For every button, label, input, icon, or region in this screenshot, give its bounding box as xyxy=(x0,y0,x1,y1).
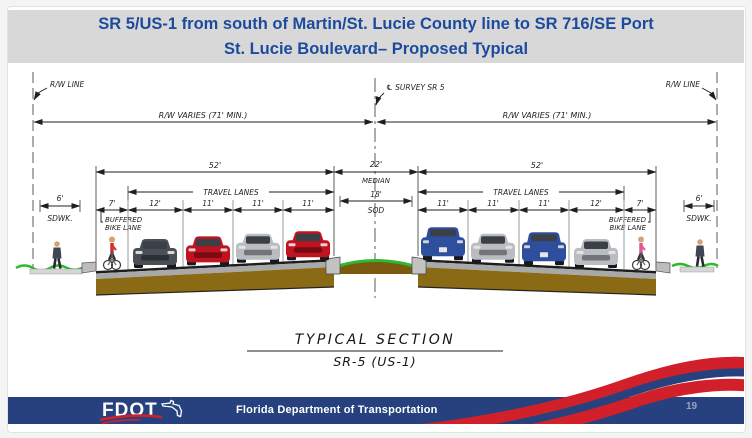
logo-swoosh-icon xyxy=(101,419,141,425)
left-lane-dim: 11' xyxy=(302,199,314,208)
cyclist-left xyxy=(101,234,123,272)
suv-icon-blue xyxy=(421,227,465,261)
caption-subtitle: SR-5 (US-1) xyxy=(333,354,416,369)
car-icon-silver xyxy=(574,239,618,268)
left-lane-dim: 11' xyxy=(202,199,214,208)
right-roadway-section xyxy=(417,259,657,296)
sidewalk-dimensions: 6' SDWK. 6' SDWK. xyxy=(39,194,715,223)
rw-varies-label-right: R/W VARIES (71' MIN.) xyxy=(503,111,592,120)
survey-label: ℄ SURVEY SR 5 xyxy=(386,83,445,92)
page-number: 19 xyxy=(686,401,698,412)
right-lane-dim: 12' xyxy=(590,199,602,208)
cyclist-right xyxy=(630,234,652,272)
lane-dimension-row: 7' 12' 11' 11' 11' 11' 11' 11' 12' 7' xyxy=(95,199,657,213)
right-lane-dim: 11' xyxy=(538,199,550,208)
left-bike-lane-label2: BIKE LANE xyxy=(105,224,142,232)
right-sidewalk-width: 6' xyxy=(696,194,703,203)
car-icon-silver xyxy=(471,233,515,263)
leader-line xyxy=(701,87,717,101)
travel-lanes-dimension: TRAVEL LANES TRAVEL LANES xyxy=(127,186,625,200)
bike-lane-labels: BUFFERED BIKE LANE BUFFERED BIKE LANE xyxy=(100,212,651,232)
sidewalk-slab-right xyxy=(679,266,715,273)
car-icon-red xyxy=(286,231,330,261)
median-surface-label: SOD xyxy=(368,206,385,215)
typical-section-diagram: R/W LINE R/W LINE ℄ SURVEY SR 5 R/W VARI… xyxy=(15,72,719,369)
rw-varies-label-left: R/W VARIES (71' MIN.) xyxy=(159,111,248,120)
sidewalk-slab-left xyxy=(29,268,83,275)
left-overall-dim: 52' xyxy=(209,161,221,170)
right-bike-lane-label1: BUFFERED xyxy=(609,216,647,224)
leader-line xyxy=(375,92,385,106)
median-width-dim: 22' xyxy=(370,160,382,169)
left-sidewalk-label: SDWK. xyxy=(47,214,72,223)
median-sod xyxy=(337,259,415,268)
logo-swoosh-icon xyxy=(100,414,163,422)
suv-icon-blue xyxy=(522,232,566,266)
left-lane-dim: 11' xyxy=(252,199,264,208)
right-lane-dim: 11' xyxy=(437,199,449,208)
agency-name: Florida Department of Transportation xyxy=(236,404,438,416)
right-lane-dim: 7' xyxy=(637,199,644,208)
right-overall-dim: 52' xyxy=(531,161,543,170)
car-icon-red xyxy=(186,236,230,266)
rw-line-label-left: R/W LINE xyxy=(50,80,85,89)
slide-title: SR 5/US-1 from south of Martin/St. Lucie… xyxy=(8,10,744,63)
right-sidewalk-label: SDWK. xyxy=(686,214,711,223)
left-lane-dim: 7' xyxy=(109,199,116,208)
lane-divider-lines xyxy=(127,200,625,269)
car-icon-gray xyxy=(133,239,177,268)
rw-varies-dimension: R/W VARIES (71' MIN.) R/W VARIES (71' MI… xyxy=(33,111,717,125)
curb-left xyxy=(81,261,97,274)
rw-line-label-right: R/W LINE xyxy=(666,80,701,89)
median-label: MEDIAN xyxy=(362,177,391,185)
car-icon-silver xyxy=(236,233,280,263)
left-roadway-section xyxy=(95,259,335,296)
florida-outline-icon xyxy=(161,399,183,418)
pedestrian-right xyxy=(694,237,706,268)
right-bike-lane-label2: BIKE LANE xyxy=(610,224,647,232)
left-travel-lanes-label: TRAVEL LANES xyxy=(203,188,259,197)
fdot-logo: FDOT xyxy=(100,399,183,425)
right-lane-dim: 11' xyxy=(487,199,499,208)
left-bike-lane-label1: BUFFERED xyxy=(105,216,143,224)
median-inner-dim: 18' xyxy=(370,190,382,199)
left-sidewalk-width: 6' xyxy=(57,194,64,203)
median-section xyxy=(325,256,427,275)
leader-line xyxy=(33,87,48,101)
median-curb-right xyxy=(411,256,427,275)
right-travel-lanes-label: TRAVEL LANES xyxy=(493,188,549,197)
curb-right xyxy=(655,261,671,274)
median-curb-left xyxy=(325,256,341,275)
slide-title-line2: St. Lucie Boulevard– Proposed Typical xyxy=(223,39,529,58)
caption-title: TYPICAL SECTION xyxy=(295,332,455,348)
left-lane-dim: 12' xyxy=(149,199,161,208)
slide-title-line1: SR 5/US-1 from south of Martin/St. Lucie… xyxy=(98,14,654,33)
